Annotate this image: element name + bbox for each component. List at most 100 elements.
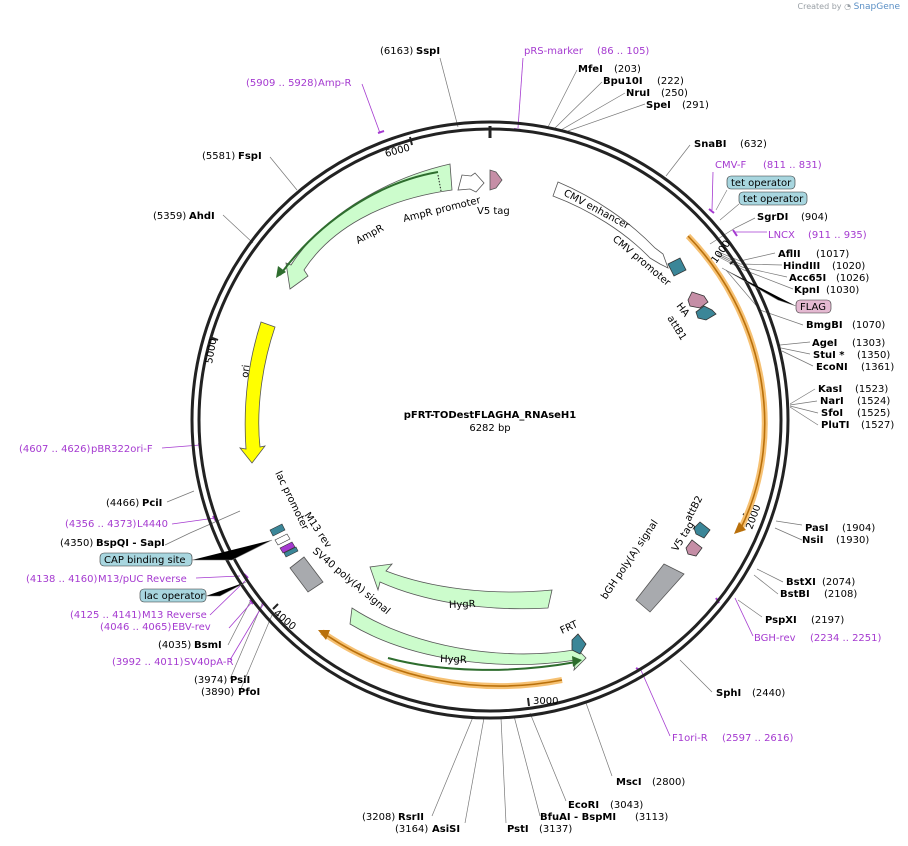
- hygr-upper-label: HygR: [449, 599, 476, 611]
- ampr-promoter-feature[interactable]: [457, 172, 485, 193]
- frt-feature[interactable]: [571, 633, 587, 655]
- v5-tag-right-feature[interactable]: [685, 539, 703, 557]
- sv40-polya-feature[interactable]: [289, 556, 324, 593]
- site-name-bspqi-sapi: BspQI - SapI: [96, 538, 165, 549]
- cmv-enhancer-label: CMV enhancer: [562, 188, 632, 232]
- primer-name-lncx: LNCX: [768, 230, 795, 241]
- site-name-mfei: MfeI: [578, 64, 603, 75]
- site-pos-pasi: (1904): [842, 523, 875, 534]
- site-pos-asisi: (3164): [395, 824, 428, 835]
- site-name-bfuai-bspmi: BfuAI - BspMI: [540, 812, 616, 823]
- site-pos-bpu10i: (222): [657, 76, 684, 87]
- site-pos-psii: (3974): [194, 675, 227, 686]
- primer-name-bgh-rev: BGH-rev: [754, 633, 796, 644]
- ampr-feature[interactable]: [285, 163, 453, 290]
- snapgene-credit: Created by ◔ SnapGene: [798, 2, 901, 12]
- primer-name-prs-marker: pRS-marker: [524, 46, 584, 57]
- credit-prefix: Created by: [797, 2, 842, 11]
- primer-range-f1ori-r: (2597 .. 2616): [722, 733, 794, 744]
- attb2-feature[interactable]: [693, 521, 711, 539]
- site-name-nari: NarI: [820, 396, 844, 407]
- lac-operator-box[interactable]: lac operator: [139, 588, 207, 603]
- primer-name-m13-reverse: M13 Reverse: [142, 610, 207, 621]
- hygr-upper-feature[interactable]: [369, 563, 553, 610]
- ampr-label: AmpR: [354, 223, 386, 247]
- site-pos-pspxi: (2197): [811, 615, 844, 626]
- site-pos-acc65i: (1026): [836, 273, 869, 284]
- site-pos-stui: (1350): [857, 350, 890, 361]
- hygr-lower-feature[interactable]: [349, 607, 587, 672]
- cmv-promoter-feature[interactable]: [667, 257, 687, 277]
- site-pos-hindiii: (1020): [832, 261, 865, 272]
- site-pos-pluti: (1527): [861, 420, 894, 431]
- lac-operator-feature[interactable]: [269, 523, 286, 537]
- site-pos-ahdi: (5359): [153, 211, 186, 222]
- cap-binding-site-box[interactable]: CAP binding site: [99, 552, 193, 567]
- cap-binding-site-label: CAP binding site: [104, 555, 186, 566]
- primer-range-prs-marker: (86 .. 105): [597, 46, 649, 57]
- site-pos-ecori: (3043): [610, 800, 643, 811]
- primer-name-ebv-rev: EBV-rev: [172, 622, 211, 633]
- ha-feature[interactable]: [687, 291, 709, 309]
- flag-box[interactable]: FLAG: [795, 299, 832, 314]
- m13-rev-label: M13 rev: [302, 511, 334, 551]
- site-pos-nsii: (1930): [836, 535, 869, 546]
- v5-tag-top-label: V5 tag: [477, 206, 510, 217]
- site-pos-pfoi: (3890): [201, 687, 234, 698]
- tet-operator-box-2[interactable]: tet operator: [738, 191, 808, 206]
- orange-orf-right-line: [687, 235, 766, 531]
- v5-tag-top-feature[interactable]: [489, 169, 503, 191]
- ampr-promoter-label: AmpR promoter: [402, 195, 483, 225]
- site-name-pfoi: PfoI: [238, 687, 260, 698]
- flag-label: FLAG: [800, 302, 826, 313]
- site-name-pcii: PciI: [142, 498, 162, 509]
- site-name-drui: NruI: [626, 88, 650, 99]
- primer-range-l4440: (4356 .. 4373): [65, 519, 137, 530]
- attb1-feature[interactable]: [695, 305, 717, 321]
- orange-orf-right-arrow: [734, 522, 746, 534]
- m13-rev-feature[interactable]: [279, 541, 296, 554]
- site-name-sphi: SphI: [716, 688, 741, 699]
- plasmid-name: pFRT-TODestFLAGHA_RNAseH1: [404, 410, 577, 421]
- tet-operator-1-label: tet operator: [731, 178, 792, 189]
- primer-range-bgh-rev: (2234 .. 2251): [810, 633, 882, 644]
- ori-label: ori: [240, 364, 252, 378]
- ori-feature[interactable]: [239, 321, 276, 464]
- site-name-asisi: AsiSI: [432, 824, 460, 835]
- primer-name-m13-puc-reverse: M13/pUC Reverse: [98, 574, 187, 585]
- site-name-acc65i: Acc65I: [789, 273, 826, 284]
- lac-promoter-feature[interactable]: [283, 546, 299, 558]
- site-pos-pcii: (4466): [106, 498, 139, 509]
- site-pos-bfuai-bspmi: (3113): [635, 812, 668, 823]
- primer-name-pbr322ori-f: pBR322ori-F: [91, 444, 153, 455]
- site-pos-bstxi: (2074): [822, 577, 855, 588]
- tet-leader-2: [719, 203, 740, 221]
- cmv-enhancer-feature[interactable]: [552, 181, 669, 269]
- site-name-pspxi: PspXI: [765, 615, 797, 626]
- site-pos-sphi: (2440): [752, 688, 785, 699]
- site-name-hindiii: HindIII: [783, 261, 820, 272]
- site-name-bmgbi: BmgBI: [806, 320, 843, 331]
- frt-label: FRT: [559, 619, 581, 637]
- site-pos-snabi: (632): [740, 139, 767, 150]
- primer-name-amp-r: Amp-R: [318, 78, 352, 89]
- tet-leader-1: [715, 189, 728, 211]
- cap-site-feature[interactable]: [274, 533, 291, 546]
- site-name-sfoi: SfoI: [821, 408, 843, 419]
- primer-labels: pRS-marker (86 .. 105) CMV-F (811 .. 831…: [19, 46, 882, 744]
- primer-leader-lines: [161, 57, 767, 737]
- site-name-kpni: KpnI: [794, 285, 820, 296]
- tet-operator-box-1[interactable]: tet operator: [726, 175, 796, 190]
- site-name-aflii: AflII: [778, 249, 801, 260]
- site-pos-aflii: (1017): [816, 249, 849, 260]
- site-pos-nari: (1524): [857, 396, 890, 407]
- site-name-psti: PstI: [507, 824, 529, 835]
- bgh-polya-feature[interactable]: [635, 563, 685, 613]
- tick-3000: 3000: [533, 696, 558, 707]
- primer-range-m13-reverse: (4125 .. 4141): [70, 610, 142, 621]
- site-name-ecori: EcoRI: [568, 800, 599, 811]
- site-name-rsrii: RsrII: [398, 812, 424, 823]
- site-pos-bsmi: (4035): [158, 640, 191, 651]
- primer-range-m13-puc-reverse: (4138 .. 4160): [26, 574, 98, 585]
- site-pos-kasi: (1523): [855, 384, 888, 395]
